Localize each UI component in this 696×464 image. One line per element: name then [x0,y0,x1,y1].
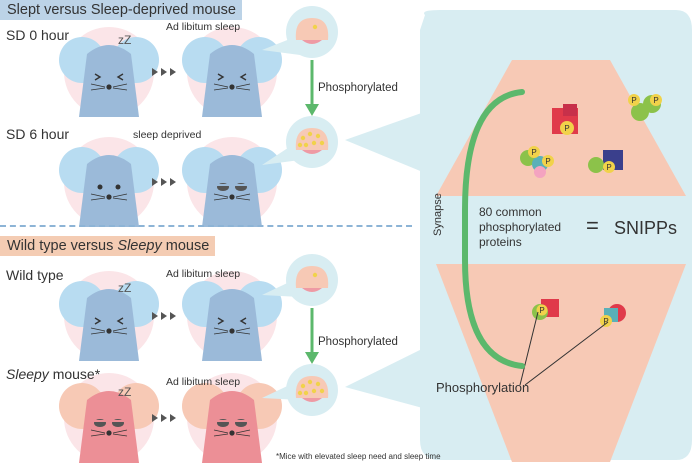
p-label-2: P [631,96,636,105]
protein-cluster-4 [588,150,623,173]
protein-cluster-5 [532,299,559,320]
synapse-side-label: Synapse [432,193,444,236]
mouse-sd6-right [181,136,283,228]
note-ad-libitum-2: Ad libitum sleep [166,268,241,280]
snore-3: zZ [118,385,131,399]
protein-cluster-3 [520,146,554,178]
mouse-wt-left [58,270,160,362]
callout-wedge-bottom [345,345,430,410]
phosphorylation-label: Phosphorylation [436,380,530,395]
p-label-7: P [539,306,544,315]
p-label-6: P [606,163,611,172]
phosphorylated-label-2: Phosphorylated [318,336,398,348]
row-label-sd6: SD 6 hour [6,126,70,142]
p-label-8: P [603,317,608,326]
common-proteins-text: 80 common phosphorylated proteins [479,205,562,249]
row-label-wild-type: Wild type [6,267,64,283]
note-sleep-deprived: sleep deprived [133,129,202,141]
brain-sd0 [286,6,338,58]
snore-2: zZ [118,281,131,295]
p-label-4: P [531,148,536,157]
brain-sleepy [286,364,338,416]
phosphorylated-label-1: Phosphorylated [318,82,398,94]
note-ad-libitum-1: Ad libitum sleep [166,21,241,33]
p-label-3: P [653,96,658,105]
footnote: *Mice with elevated sleep need and sleep… [276,452,441,461]
protein-cluster-6 [600,304,626,327]
mouse-sd0-left [58,26,160,118]
phosphorylation-pointer [519,311,609,386]
equals-sign: = [586,213,599,238]
synapse-bracket [462,89,525,369]
p-label-1: P [564,124,569,133]
snipps-label: SNIPPs [614,218,678,238]
callout-wedge-top [345,110,430,175]
protein-cluster-1 [552,104,578,135]
snore-1: zZ [118,33,131,47]
note-ad-libitum-3: Ad libitum sleep [166,376,241,388]
mouse-sd6-left [58,136,160,228]
green-arrow-top [305,104,319,116]
mouse-sd0-right [181,26,283,118]
section-divider [0,225,412,227]
section-header-sleepy-mouse: Wild type versus Sleepy mouse [0,236,216,256]
mouse-wt-right [181,270,283,362]
protein-cluster-2 [628,94,662,121]
row-label-sd0: SD 0 hour [6,27,70,43]
row-label-sleepy-mouse: Sleepy mouse* [6,366,101,382]
green-arrow-bottom [305,352,319,364]
brain-wt [286,254,338,306]
section-header-sleep-deprivation: Slept versus Sleep-deprived mouse [0,0,242,20]
mouse-sleepy-left [58,372,160,464]
brain-sd6 [286,116,338,168]
p-label-5: P [545,157,550,166]
